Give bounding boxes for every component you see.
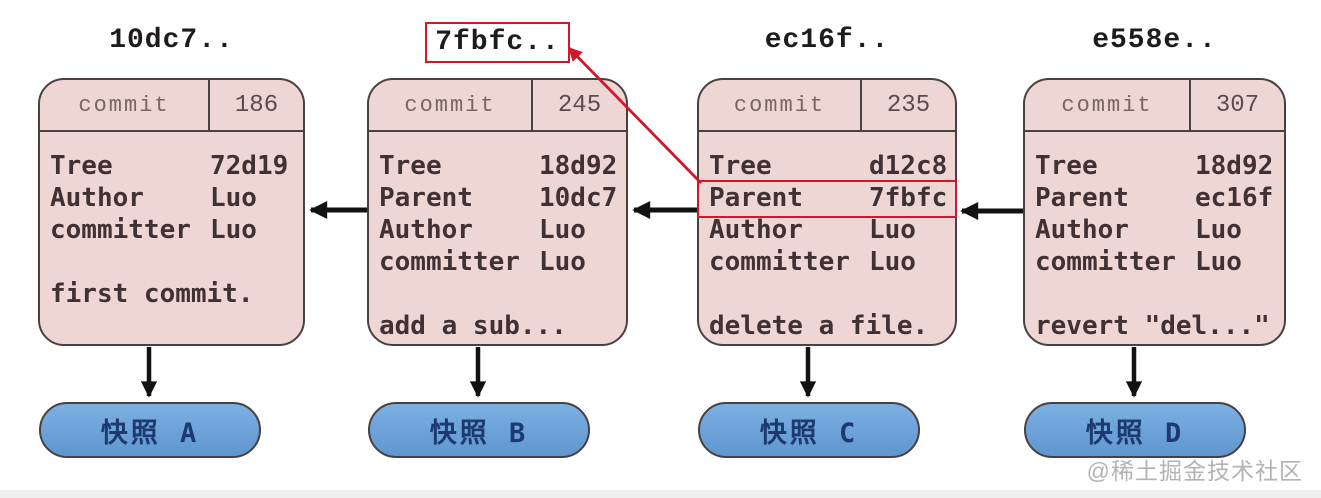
field-row-tree: Tree 18d92 [379, 150, 618, 182]
field-row-committer: committer Luo [709, 246, 945, 278]
commit-group-e558e: e558e.. commit 307 Tree 18d92 Parent ec1… [1023, 0, 1286, 498]
commit-group-10dc7: 10dc7.. commit 186 Tree 72d19 Author Luo… [38, 0, 305, 498]
commit-group-ec16f: ec16f.. commit 235 Tree d12c8 Parent 7fb… [697, 0, 957, 498]
object-size-value: 245 [557, 91, 602, 119]
spacer [709, 278, 945, 310]
commit-message: first commit. [50, 279, 254, 309]
snapshot-pill-d: 快照 D [1024, 402, 1246, 458]
commit-box-header: commit 307 [1025, 80, 1284, 132]
field-label: Author [379, 215, 473, 245]
commit-box: commit 307 Tree 18d92 Parent ec16f Autho… [1023, 78, 1286, 346]
commit-hash-title: 7fbfc.. [367, 22, 628, 63]
field-value: 18d92 [1195, 151, 1274, 181]
field-row-committer: committer Luo [50, 214, 293, 246]
commit-box-body: Tree d12c8 Parent 7fbfc Author Luo commi… [699, 132, 955, 342]
snapshot-pill-b: 快照 B [368, 402, 590, 458]
commit-message: revert "del..." [1035, 311, 1270, 341]
field-row-parent: Parent 10dc7 [379, 182, 618, 214]
commit-hash-text: 10dc7.. [109, 25, 234, 56]
field-label: committer [1035, 247, 1176, 277]
commit-box-body: Tree 72d19 Author Luo committer Luo firs… [40, 132, 303, 310]
field-label: committer [709, 247, 850, 277]
field-label: Tree [709, 151, 772, 181]
commit-hash-text-highlighted: 7fbfc.. [425, 22, 570, 63]
field-value: d12c8 [869, 151, 948, 181]
field-label: Tree [1035, 151, 1098, 181]
field-row-author: Author Luo [379, 214, 616, 246]
field-label: Parent [379, 183, 473, 213]
field-label: Parent [709, 183, 803, 213]
commit-message: add a sub... [379, 311, 567, 341]
field-row-committer: committer Luo [1035, 246, 1274, 278]
commit-group-7fbfc: 7fbfc.. commit 245 Tree 18d92 Parent 10d… [367, 0, 628, 498]
field-row-parent-highlighted: Parent 7fbfc [709, 182, 948, 214]
field-value: Luo [869, 215, 916, 245]
commit-hash-title: ec16f.. [697, 22, 957, 59]
commit-box-body: Tree 18d92 Parent ec16f Author Luo commi… [1025, 132, 1284, 342]
object-type-label: commit [40, 80, 210, 130]
object-type-label: commit [699, 80, 862, 130]
spacer [1035, 278, 1274, 310]
object-type-label: commit [369, 80, 533, 130]
field-row-author: Author Luo [1035, 214, 1274, 246]
object-size-value: 235 [886, 91, 931, 119]
object-size-value: 307 [1215, 91, 1260, 119]
field-label: Parent [1035, 183, 1129, 213]
field-row-parent: Parent ec16f [1035, 182, 1274, 214]
object-type-label: commit [1025, 80, 1191, 130]
snapshot-label: 快照 B [429, 417, 529, 449]
field-value: Luo [539, 215, 586, 245]
field-row-tree: Tree d12c8 [709, 150, 948, 182]
field-row-author: Author Luo [50, 182, 293, 214]
field-label: Tree [379, 151, 442, 181]
field-value: Luo [1195, 215, 1242, 245]
spacer [379, 278, 616, 310]
field-value: Luo [210, 215, 257, 245]
bottom-strip [0, 490, 1321, 498]
field-label: committer [50, 215, 191, 245]
field-value: 10dc7 [539, 183, 618, 213]
commit-box-header: commit 186 [40, 80, 303, 132]
field-value: 72d19 [210, 151, 289, 181]
field-label: committer [379, 247, 520, 277]
spacer [50, 246, 293, 278]
commit-box-header: commit 245 [369, 80, 626, 132]
field-row-tree: Tree 18d92 [1035, 150, 1274, 182]
field-label: Author [709, 215, 803, 245]
field-value: ec16f [1195, 183, 1274, 213]
commit-box-header: commit 235 [699, 80, 955, 132]
commit-box: commit 186 Tree 72d19 Author Luo committ… [38, 78, 305, 346]
field-label: Author [1035, 215, 1129, 245]
field-label: Author [50, 183, 144, 213]
object-size-value: 186 [234, 91, 279, 119]
field-value: Luo [869, 247, 916, 277]
commit-hash-text: e558e.. [1092, 25, 1217, 56]
field-value: Luo [210, 183, 257, 213]
commit-hash-title: 10dc7.. [38, 22, 305, 59]
field-value: 7fbfc [869, 183, 948, 213]
snapshot-pill-a: 快照 A [39, 402, 261, 458]
commit-message: delete a file. [709, 311, 929, 341]
snapshot-label: 快照 D [1085, 417, 1185, 449]
field-row-committer: committer Luo [379, 246, 616, 278]
field-value: Luo [1195, 247, 1242, 277]
snapshot-label: 快照 A [100, 417, 200, 449]
commit-hash-text: ec16f.. [764, 25, 890, 56]
commit-box: commit 245 Tree 18d92 Parent 10dc7 Autho… [367, 78, 628, 346]
field-row-author: Author Luo [709, 214, 945, 246]
field-label: Tree [50, 151, 113, 181]
snapshot-label: 快照 C [759, 417, 859, 449]
snapshot-pill-c: 快照 C [698, 402, 920, 458]
watermark-text: @稀土掘金技术社区 [1086, 458, 1303, 484]
field-value: 18d92 [539, 151, 618, 181]
field-row-tree: Tree 72d19 [50, 150, 293, 182]
field-value: Luo [539, 247, 586, 277]
commit-box: commit 235 Tree d12c8 Parent 7fbfc Autho… [697, 78, 957, 346]
commit-box-body: Tree 18d92 Parent 10dc7 Author Luo commi… [369, 132, 626, 342]
commit-hash-title: e558e.. [1023, 22, 1286, 59]
